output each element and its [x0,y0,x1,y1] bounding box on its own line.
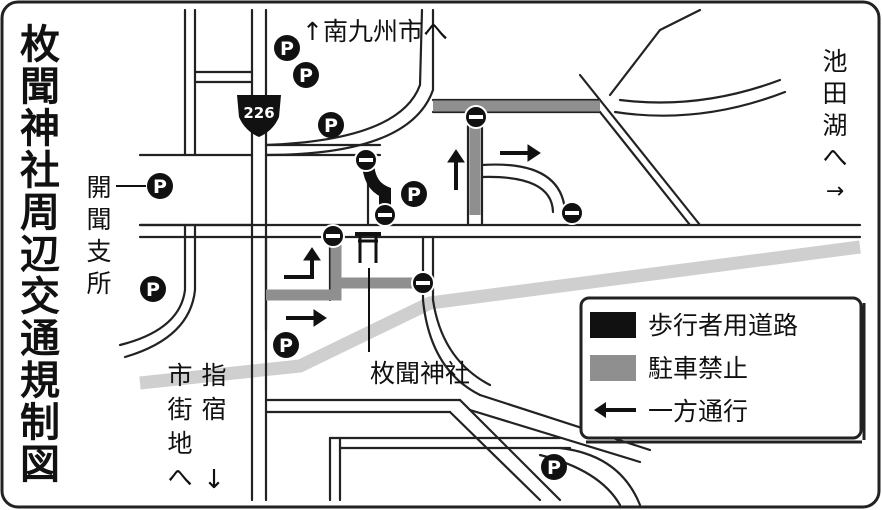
road-edge [578,73,602,102]
road-edge [480,175,555,214]
legend-label-no-parking: 駐車禁止 [648,354,748,383]
parking-icon: P [140,276,166,302]
label-branch-1: 開 [86,173,111,202]
legend: 歩行者用道路 駐車禁止 一方通行 [579,296,866,444]
no-entry-icon [354,148,378,172]
legend-swatch-no-parking [590,355,636,381]
no-entry-layer [321,105,584,295]
road-edge [123,223,197,359]
parking-letter: P [146,279,160,301]
legend-swatch-pedestrian [590,312,636,338]
road-edge [480,163,567,212]
one-way-arrow-icon [447,149,465,190]
label-east-arrow: → [826,179,844,204]
label-north-minamikyushu: ↑南九州市へ [302,17,448,46]
parking-letter: P [153,176,167,198]
parking-letter: P [279,335,293,357]
no-entry-icon [560,201,584,225]
road-edge [608,8,702,97]
road-edge [458,398,562,502]
one-way-arrow-icon [500,144,541,162]
parking-letter: P [324,115,338,137]
legend-label-one-way: 一方通行 [648,397,748,426]
road-edge [421,298,482,397]
parking-letter: P [407,184,421,206]
no-entry-icon [373,203,397,227]
label-east-4: へ [822,143,847,172]
legend-box [579,296,863,440]
parking-icon: P [401,181,427,207]
label-shrine: 枚聞神社 [370,359,470,388]
label-south-a3: 地 [167,429,192,458]
road-edge [613,90,787,117]
label-branch-3: 支 [86,237,111,266]
label-branch-4: 所 [86,269,111,298]
road-edge [431,298,492,387]
parking-icon: P [318,112,344,138]
road-edge [558,446,642,507]
label-east-2: 田 [822,79,847,108]
road-edge [118,223,187,347]
road-network [118,8,862,507]
parking-icon: P [274,35,300,61]
parking-icon: P [541,454,567,480]
label-branch-2: 聞 [86,205,111,234]
no-entry-icon [464,105,488,129]
map-labels: ↑南九州市へ 池 田 湖 へ → 開 聞 支 所 市 街 地 へ 指 宿 ↓ 枚… [86,17,847,495]
road-edge [598,110,692,227]
road-edge [618,78,782,104]
label-south-a2: 街 [167,395,192,424]
map-title-text: 枚聞神社周辺交通規制図 [20,22,60,488]
road-edge [598,98,702,227]
road-edge [468,408,642,464]
rail-line [139,240,861,390]
parking-icon: P [147,173,173,199]
torii-gate-icon [355,232,381,263]
no-entry-icon [411,271,435,295]
one-way-arrows [284,144,541,327]
legend-label-pedestrian: 歩行者用道路 [648,311,798,340]
one-way-arrow-icon [286,309,327,327]
route-number: 226 [243,104,274,122]
parking-letter: P [547,457,561,479]
parking-icon: P [293,62,319,88]
no-entry-icon [321,224,345,248]
label-south-b2: 宿 [201,395,226,424]
no-parking-segments [266,100,600,301]
label-south-a1: 市 [167,361,192,390]
parking-letter: P [299,65,313,87]
label-south-b1: 指 [201,361,226,390]
parking-icon: P [273,332,299,358]
label-east-3: 湖 [822,111,847,140]
label-south-arrow: ↓ [203,465,225,495]
road-edge [264,8,435,157]
parking-letter: P [280,38,294,60]
label-east-1: 池 [822,47,847,76]
national-route-shield-icon: 226 [237,95,281,137]
map-title: 枚聞神社周辺交通規制図 [20,22,60,488]
one-way-arrow-icon [284,247,321,279]
road-edge [448,410,542,502]
label-south-a4: へ [167,463,192,492]
road-edge [264,8,424,147]
one-way-arrow-icon [594,402,636,418]
